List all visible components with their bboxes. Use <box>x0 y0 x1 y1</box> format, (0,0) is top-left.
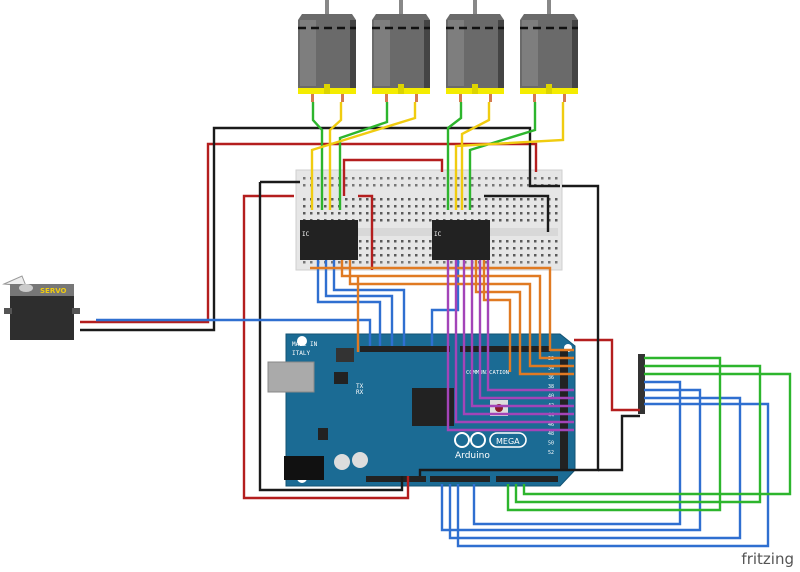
purple-wire <box>454 260 574 424</box>
comm-header-top <box>460 346 550 352</box>
yellow-wire <box>328 102 343 210</box>
blue-wire <box>440 388 702 532</box>
black-wire <box>484 194 550 232</box>
dc-motors <box>298 0 578 102</box>
dc-motor-1 <box>298 0 356 102</box>
blue-wire <box>332 260 406 346</box>
pin-label-35: 35 <box>578 365 584 371</box>
red-wire <box>80 142 538 324</box>
pin-label-45: 45 <box>578 412 584 418</box>
blue-wire <box>316 260 382 346</box>
country-label: ITALY <box>292 350 310 357</box>
servo-label: SERVO <box>40 287 67 295</box>
rx-label: RX <box>356 389 364 396</box>
purple-wire <box>462 260 574 416</box>
orange-wire <box>482 260 512 372</box>
green-wire <box>311 102 324 210</box>
yellow-wire <box>460 102 491 210</box>
purple-wire <box>446 260 574 432</box>
purple-wire <box>470 260 574 408</box>
power-header <box>366 476 426 482</box>
pin-label-53: 53 <box>578 450 584 456</box>
pin-label-47: 47 <box>578 422 584 428</box>
blue-wire <box>430 260 460 346</box>
pin-label-52: 52 <box>548 450 554 456</box>
pin-label-34: 34 <box>548 365 554 371</box>
wires <box>80 102 792 548</box>
pin-label-37: 37 <box>578 375 584 381</box>
orange-wire <box>310 266 574 352</box>
svg-text:IC: IC <box>434 231 442 238</box>
blue-wire <box>456 402 770 548</box>
pin-label-50: 50 <box>548 441 554 447</box>
pin-label-38: 38 <box>548 384 554 390</box>
pin-label-43: 43 <box>578 403 584 409</box>
purple-wire <box>486 260 574 392</box>
green-wire <box>506 356 722 512</box>
yellow-wire <box>454 102 565 210</box>
dc-motor-4 <box>520 0 578 102</box>
analog-header-2 <box>496 476 558 482</box>
green-wire <box>446 102 463 210</box>
green-wire <box>338 102 389 210</box>
orange-wire <box>474 260 574 376</box>
arduino-mega-board: Arduino MEGA MADE IN ITALY TX RX COMMUNI… <box>267 333 584 487</box>
black-wire <box>258 182 404 492</box>
pin-label-40: 40 <box>548 394 554 400</box>
green-wire <box>522 372 792 496</box>
red-wire <box>342 158 444 196</box>
red-wire <box>574 338 640 412</box>
blue-wire <box>448 396 742 540</box>
motor-driver-ic-2: IC <box>432 220 490 260</box>
orange-wire <box>340 260 574 360</box>
blue-wire <box>96 318 372 346</box>
pin-label-33: 33 <box>578 356 584 362</box>
pin-label-41: 41 <box>578 394 584 400</box>
usb-port <box>267 361 315 393</box>
arduino-brand-label: Arduino <box>455 451 490 461</box>
green-wire <box>514 364 762 504</box>
orange-wire <box>348 260 574 368</box>
made-in-label: MADE IN <box>292 341 318 348</box>
pin-label-51: 51 <box>578 441 584 447</box>
red-wire <box>358 194 374 270</box>
green-wire <box>468 102 537 210</box>
capacitor-2 <box>352 452 368 468</box>
power-jack <box>284 456 324 480</box>
blue-wire <box>472 380 682 526</box>
tx-label: TX <box>356 383 364 390</box>
pin-label-46: 46 <box>548 422 554 428</box>
svg-text:IC: IC <box>302 231 310 238</box>
pin-label-44: 44 <box>548 412 554 418</box>
analog-header-1 <box>430 476 490 482</box>
digital-header-right <box>560 350 568 470</box>
arduino-logo <box>454 432 527 448</box>
purple-wire <box>478 260 574 400</box>
dc-motor-3 <box>446 0 504 102</box>
pin-label-39: 39 <box>578 384 584 390</box>
capacitor-1 <box>334 454 350 470</box>
header-connector <box>638 354 645 414</box>
servo-motor: SERVO <box>2 275 80 340</box>
pin-label-49: 49 <box>578 431 584 437</box>
dc-motor-2 <box>372 0 430 102</box>
pin-label-36: 36 <box>548 375 554 381</box>
black-wire <box>598 414 640 472</box>
arduino-model-label: MEGA <box>496 437 520 446</box>
digital-header-top <box>360 346 450 352</box>
fritzing-watermark: fritzing <box>741 550 794 568</box>
yellow-wire <box>310 102 417 210</box>
motor-driver-ic-1: IC <box>300 220 358 260</box>
pin-label-48: 48 <box>548 431 554 437</box>
